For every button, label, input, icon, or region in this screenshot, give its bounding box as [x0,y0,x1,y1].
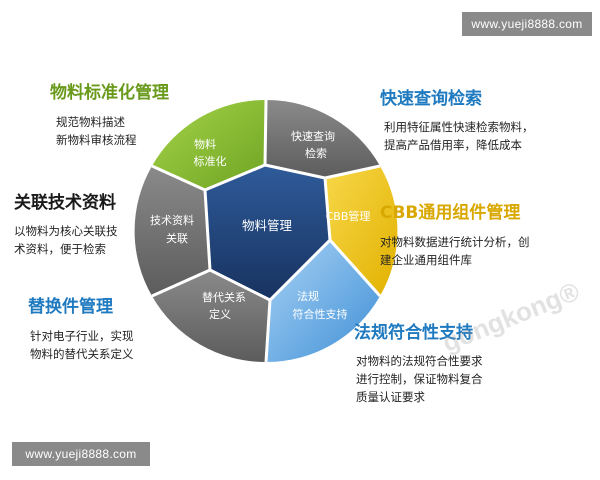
segment-label-search-2: 检索 [305,146,327,160]
segment-label-compliance-1: 法规 [297,289,319,303]
segment-compliance [266,240,380,363]
feature-desc-line: 规范物料描述 [56,115,125,129]
feature-title-substitute: 替换件管理 [28,297,113,317]
segment-label-search-1: 快速查询 [291,129,335,143]
segment-label-substitute-2: 定义 [209,307,231,321]
segment-tech-docs [134,166,210,296]
center-label: 物料管理 [242,218,293,233]
feature-title-quick-search: 快速查询检索 [380,89,482,109]
segment-label-compliance-2: 符合性支持 [293,307,348,321]
segment-label-substitute-1: 替代关系 [202,290,246,304]
feature-desc-compliance: 对物料的法规符合性要求 进行控制，保证物料复合 质量认证要求 [356,352,483,406]
feature-desc-line: 利用特征属性快速检索物料， [384,120,534,134]
feature-title-cbb: CBB通用组件管理 [380,203,521,223]
feature-desc-line: 物料的替代关系定义 [30,347,134,361]
feature-desc-tech-docs: 以物料为核心关联技 术资料，便于检索 [14,222,118,258]
feature-desc-line: 建企业通用组件库 [380,253,472,267]
website-watermark-bottom: www.yueji8888.com [12,442,150,466]
feature-desc-quick-search: 利用特征属性快速检索物料， 提高产品借用率，降低成本 [384,118,534,154]
feature-title-standardization: 物料标准化管理 [50,83,169,103]
segment-standardization [152,99,266,190]
feature-desc-standardization: 规范物料描述 新物料审核流程 [56,113,137,149]
feature-desc-line: 针对电子行业，实现 [30,329,134,343]
segment-cbb [325,166,398,296]
segment-quick-search [265,99,380,178]
center-hexagon [203,163,332,302]
feature-desc-line: 以物料为核心关联技 [14,224,118,238]
feature-desc-line: 提高产品借用率，降低成本 [384,138,522,152]
segment-label-standardization-2: 标准化 [194,154,227,168]
feature-desc-line: 进行控制，保证物料复合 [356,372,483,386]
segment-label-cbb: CBB管理 [326,209,371,223]
feature-desc-line: 质量认证要求 [356,390,425,404]
feature-desc-substitute: 针对电子行业，实现 物料的替代关系定义 [30,327,134,363]
feature-desc-line: 对物料数据进行统计分析，创 [380,235,530,249]
feature-desc-cbb: 对物料数据进行统计分析，创 建企业通用组件库 [380,233,530,269]
feature-desc-line: 对物料的法规符合性要求 [356,354,483,368]
feature-desc-line: 术资料，便于检索 [14,242,106,256]
feature-desc-line: 新物料审核流程 [56,133,137,147]
segment-label-tech-docs-1: 技术资料 [150,213,194,227]
feature-title-tech-docs: 关联技术资料 [14,193,116,213]
segment-label-tech-docs-2: 关联 [166,231,188,245]
website-watermark-top: www.yueji8888.com [462,12,592,36]
feature-title-compliance: 法规符合性支持 [354,323,473,343]
segment-substitute [152,270,270,363]
segment-label-standardization-1: 物料 [194,137,216,151]
